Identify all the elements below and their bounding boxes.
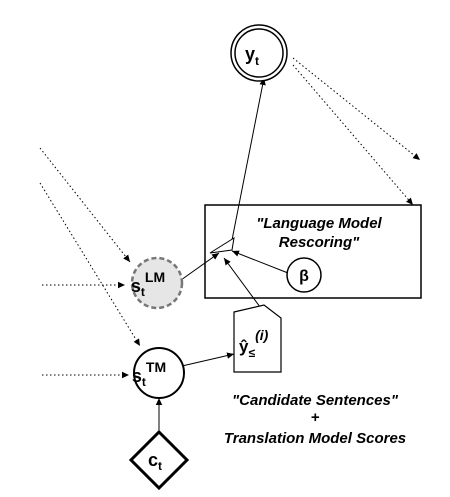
candidates-label-plus: + [311, 409, 320, 426]
dotted-edge-to-slm-top [39, 147, 131, 263]
svg-text:ct: ct [148, 450, 162, 473]
node-y-base: y [245, 44, 255, 64]
node-y-sub: t [255, 54, 259, 68]
rescoring-box [204, 204, 422, 299]
svg-text:yt: yt [245, 44, 259, 68]
node-beta: β [286, 257, 322, 293]
node-candidate-sup: (i) [255, 327, 269, 343]
node-stm-base: s [132, 366, 142, 386]
candidates-label-line3: Translation Model Scores [224, 430, 406, 447]
edge-beta-to-triangle [231, 250, 289, 274]
node-candidate-sentences: ŷ≤(i) [233, 304, 282, 373]
node-slm-sub: t [141, 285, 145, 299]
edge-triangle-to-y [231, 77, 266, 241]
node-candidate-base: ŷ [239, 337, 249, 356]
rescoring-triangle [209, 236, 235, 254]
svg-text:stLM: stLM [131, 269, 165, 299]
node-slm-sup: LM [145, 269, 165, 285]
dotted-edge-from-y-1 [292, 57, 421, 161]
node-s-lm: stLM [130, 256, 184, 310]
candidates-label-line1: "Candidate Sentences" [232, 392, 399, 409]
node-c-sub: t [158, 459, 162, 473]
rescoring-label-line2: Rescoring" [279, 234, 360, 251]
node-y-t: yt [230, 24, 288, 82]
dotted-edge-from-y-2 [292, 64, 414, 206]
node-c-base: c [148, 450, 158, 470]
node-stm-sub: t [142, 375, 146, 389]
node-c-t: ct [128, 429, 190, 491]
edge-slm-to-triangle [180, 252, 220, 281]
rescoring-label-line1: "Language Model [256, 215, 382, 232]
node-slm-base: s [131, 276, 141, 296]
dotted-edge-to-stm-top [39, 182, 141, 347]
node-stm-sup: TM [146, 359, 166, 375]
svg-text:stTM: stTM [132, 359, 166, 389]
node-candidate-sub: ≤ [248, 346, 255, 360]
node-beta-label: β [299, 268, 309, 285]
edge-candidate-to-triangle [223, 257, 264, 312]
node-s-tm: stTM [132, 347, 185, 399]
svg-text:ŷ≤(i): ŷ≤(i) [239, 327, 269, 360]
edge-stm-to-candidate [181, 352, 235, 367]
